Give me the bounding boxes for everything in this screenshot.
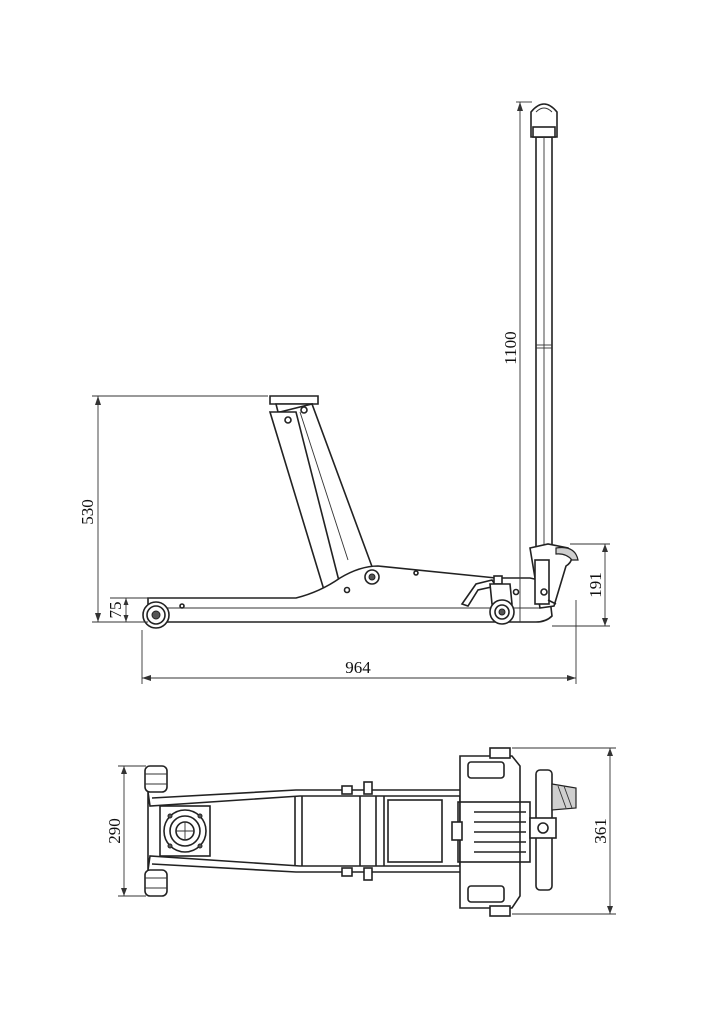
- dim-min-height: [110, 597, 150, 622]
- dim-overall-length: [141, 600, 577, 684]
- dim-handle-height: [516, 101, 532, 622]
- dim-label-min-height: 75: [106, 602, 125, 619]
- dim-label-overall-length: 964: [345, 658, 371, 677]
- dim-label-front-width: 290: [105, 818, 124, 844]
- frame: [147, 565, 553, 623]
- top-front-wheels: [144, 765, 168, 897]
- dim-label-body-height: 191: [586, 572, 605, 598]
- top-saddle: [159, 805, 211, 857]
- front-wheel: [142, 601, 170, 629]
- dim-label-rear-width: 361: [591, 818, 610, 844]
- dim-rear-width: [512, 747, 616, 915]
- handle: [530, 103, 558, 548]
- dim-front-width: [118, 765, 146, 897]
- dim-body-height: [552, 543, 610, 627]
- top-handle-socket: [529, 769, 577, 891]
- dim-label-lift-height: 530: [78, 499, 97, 525]
- rear-caster: [489, 583, 515, 625]
- top-rear-body: [451, 747, 531, 917]
- side-view: 530 75 1100 191: [78, 101, 610, 684]
- dim-lift-height: [92, 395, 268, 623]
- lift-arm: [268, 395, 376, 592]
- pump-assembly: [529, 543, 579, 609]
- top-view: 290 361: [105, 747, 616, 917]
- dim-label-handle-height: 1100: [501, 331, 520, 364]
